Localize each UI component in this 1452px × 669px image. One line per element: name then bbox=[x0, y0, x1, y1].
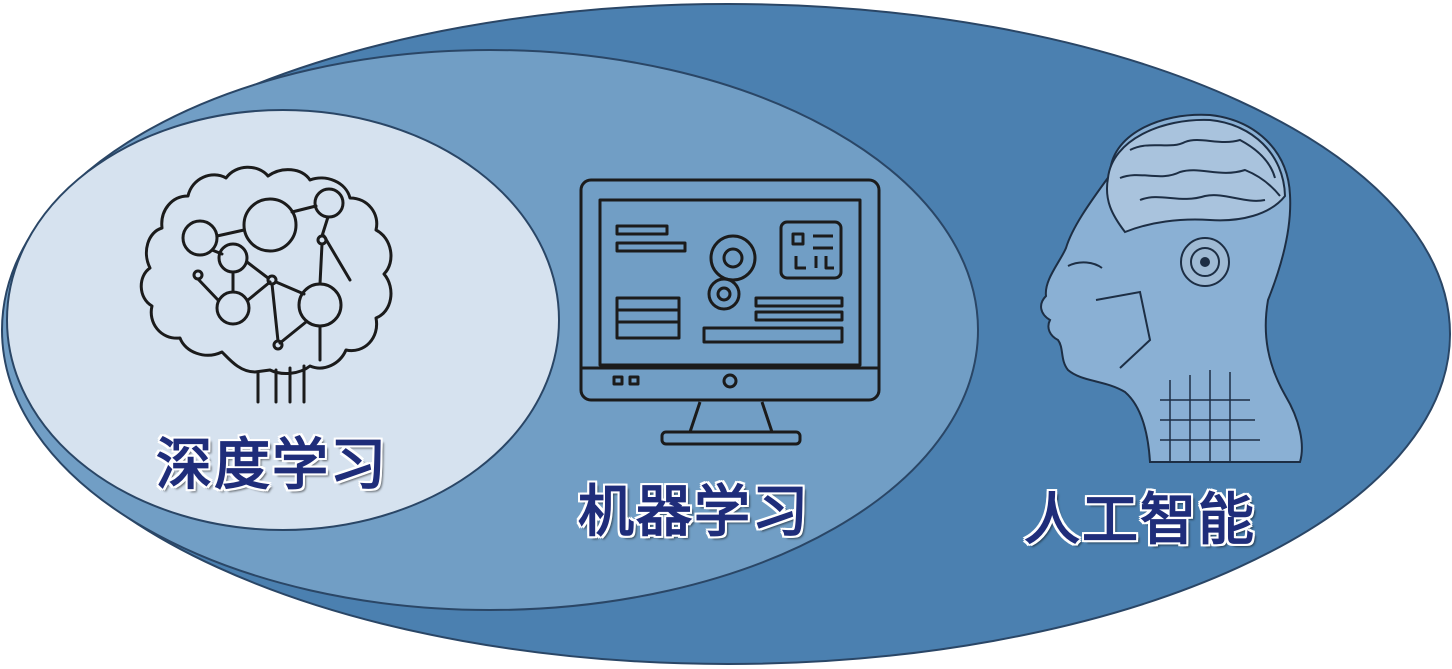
brain-network-icon bbox=[139, 165, 393, 404]
computer-monitor-icon bbox=[579, 178, 881, 446]
robot-head-icon bbox=[1040, 113, 1303, 463]
dl-ellipse bbox=[6, 109, 560, 531]
machine-learning-label: 机器学习 bbox=[578, 480, 810, 545]
artificial-intelligence-label: 人工智能 bbox=[1024, 488, 1256, 553]
deep-learning-label: 深度学习 bbox=[156, 433, 388, 498]
